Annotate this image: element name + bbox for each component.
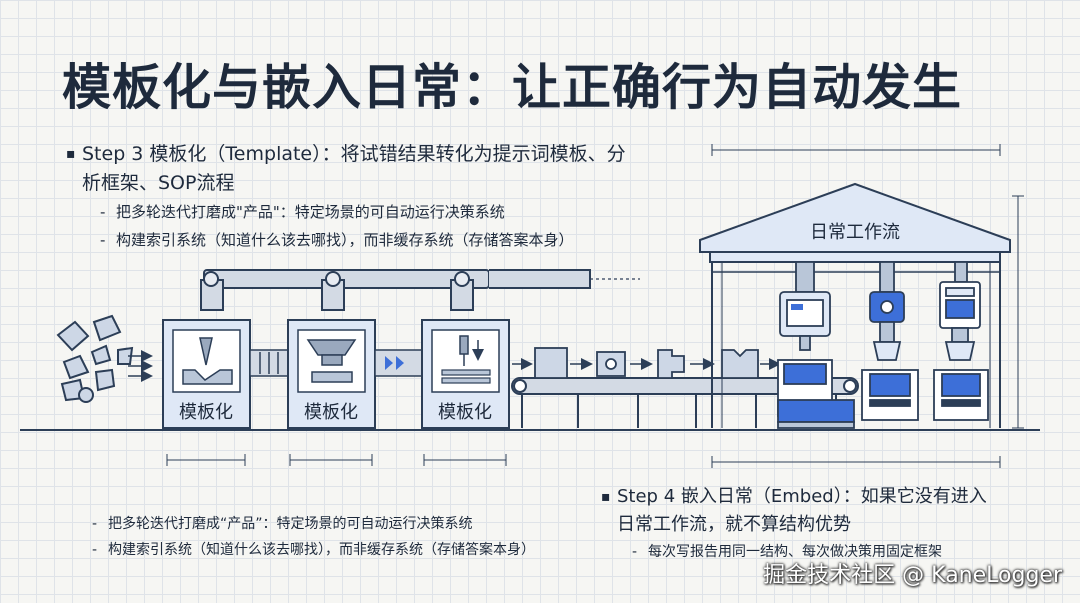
factory-label: 日常工作流 — [810, 222, 900, 243]
step4-heading: ▪ Step 4 嵌入日常（Embed）：如果它没有进入 日常工作流，就不算结构… — [601, 483, 1057, 539]
conveyor-belt — [511, 377, 859, 428]
step3-sub-2: -构建索引系统（知道什么该去哪找），而非缓存系统（存储答案本身） — [100, 228, 574, 252]
dash-icon: - — [100, 231, 106, 249]
overhead-pipe — [200, 269, 591, 311]
step3-heading-line2: 析框架、SOP流程 — [82, 172, 235, 194]
dimension-lines — [166, 144, 1024, 468]
station-1 — [777, 261, 855, 429]
belt-items — [534, 347, 759, 379]
step4-heading-line1: Step 4 嵌入日常（Embed）：如果它没有进入 — [617, 486, 987, 507]
bottom-sub-2-text: 构建索引系统（知道什么该去哪找），而非缓存系统（存储答案本身） — [108, 542, 535, 558]
station-2 — [861, 261, 919, 421]
connector-2 — [374, 349, 423, 377]
page-title: 模板化与嵌入日常：让正确行为自动发生 — [62, 59, 963, 116]
machine-2-label: 模板化 — [304, 402, 358, 423]
step4-heading-line2: 日常工作流，就不算结构优势 — [617, 514, 851, 535]
watermark: 掘金技术社区 @ KaneLogger — [763, 563, 1062, 588]
machine-3-label: 模板化 — [438, 402, 492, 423]
station-3 — [933, 261, 989, 421]
machine-1-label: 模板化 — [179, 402, 233, 423]
connector-1 — [249, 349, 289, 377]
machine-3: 模板化 — [421, 319, 510, 429]
dash-icon: - — [92, 542, 98, 558]
machine-1: 模板化 — [162, 319, 251, 429]
step3-sub-2-text: 构建索引系统（知道什么该去哪找），而非缓存系统（存储答案本身） — [116, 231, 574, 249]
step4-sub-1: -每次写报告用同一结构、每次做决策用固定框架 — [632, 540, 942, 564]
raw-materials-icon — [56, 314, 134, 403]
step3-sub-1-text: 把多轮迭代打磨成"产品"：特定场景的可自动运行决策系统 — [116, 203, 505, 221]
bullet-icon: ▪ — [601, 489, 611, 505]
dash-icon: - — [100, 203, 106, 221]
step3-heading: ▪ Step 3 模板化（Template）：将试错结果转化为提示词模板、分 析… — [66, 140, 702, 198]
bottom-sub-1-text: 把多轮迭代打磨成“产品”：特定场景的可自动运行决策系统 — [108, 516, 473, 532]
bottom-sub-2: -构建索引系统（知道什么该去哪找），而非缓存系统（存储答案本身） — [92, 538, 535, 562]
bottom-sub-1: -把多轮迭代打磨成“产品”：特定场景的可自动运行决策系统 — [92, 512, 473, 536]
feed-arrows-icon — [128, 350, 153, 382]
machine-2: 模板化 — [287, 319, 376, 429]
dash-icon: - — [632, 544, 638, 560]
bullet-icon: ▪ — [66, 146, 76, 162]
step3-heading-line1: Step 3 模板化（Template）：将试错结果转化为提示词模板、分 — [82, 143, 626, 165]
factory-building — [699, 182, 1011, 428]
step3-sub-1: -把多轮迭代打磨成"产品"：特定场景的可自动运行决策系统 — [100, 200, 505, 224]
step4-sub-1-text: 每次写报告用同一结构、每次做决策用固定框架 — [648, 544, 942, 560]
dash-icon: - — [92, 516, 98, 532]
